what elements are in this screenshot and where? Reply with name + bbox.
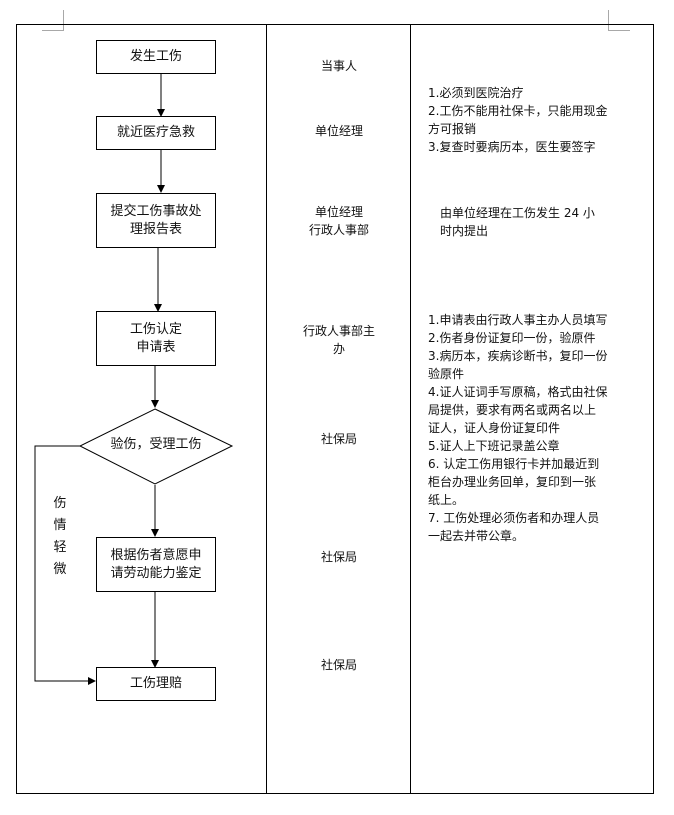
- step-emergency-treatment: 就近医疗急救: [96, 116, 216, 150]
- role-hr-officer: 行政人事部主 办: [302, 324, 375, 356]
- decision-diamond: [78, 408, 234, 485]
- step-injury-occurs: 发生工伤: [96, 40, 216, 74]
- note-item: 1.必须到医院治疗: [428, 86, 524, 100]
- decision-label: 验伤，受理工伤: [110, 437, 202, 452]
- table-frame: [16, 24, 654, 794]
- note-item: 1.申请表由行政人事主办人员填写: [428, 313, 608, 327]
- role-social-security-2: 社保局: [320, 550, 357, 564]
- step-submit-accident-report: 提交工伤事故处 理报告表: [96, 193, 216, 248]
- notes-report-deadline: 由单位经理在工伤发生 24 小 时内提出: [440, 206, 595, 238]
- note-item: 4.证人证词手写原稿，格式由社保 局提供，要求有两名或两名以上 证人，证人身份证…: [428, 385, 608, 435]
- bypass-line: [34, 445, 96, 685]
- note-item: 3.复查时要病历本，医生要签字: [428, 140, 596, 154]
- crop-mark-top-left-v: [63, 10, 64, 31]
- note-item: 2.工伤不能用社保卡，只能用现金 方可报销: [428, 104, 608, 136]
- note-item: 7. 工伤处理必须伤者和办理人员 一起去并带公章。: [428, 511, 600, 543]
- minor-injury-label: 伤 情 轻 微: [53, 496, 67, 577]
- role-social-security-3: 社保局: [320, 658, 357, 672]
- step-capacity-appraisal: 根据伤者意愿申 请劳动能力鉴定: [96, 537, 216, 592]
- note-item: 3.病历本，疾病诊断书，复印一份 验原件: [428, 349, 608, 381]
- column-divider-2: [410, 24, 411, 794]
- role-party: 当事人: [320, 59, 357, 73]
- crop-mark-top-right-h: [608, 30, 630, 31]
- crop-mark-top-right-v: [608, 10, 609, 31]
- note-item: 6. 认定工伤用银行卡并加最近到 柜台办理业务回单，复印到一张 纸上。: [428, 457, 600, 507]
- role-manager-and-hr: 单位经理 行政人事部: [308, 205, 369, 237]
- step-recognition-application: 工伤认定 申请表: [96, 311, 216, 366]
- notes-application: 1.申请表由行政人事主办人员填写 2.伤者身份证复印一份，验原件 3.病历本，疾…: [428, 311, 650, 545]
- note-item: 2.伤者身份证复印一份，验原件: [428, 331, 596, 345]
- step-compensation: 工伤理赔: [96, 667, 216, 701]
- note-item: 5.证人上下班记录盖公章: [428, 439, 560, 453]
- column-divider-1: [266, 24, 267, 794]
- crop-mark-top-left-h: [42, 30, 64, 31]
- role-social-security-1: 社保局: [320, 432, 357, 446]
- notes-treatment: 1.必须到医院治疗 2.工伤不能用社保卡，只能用现金 方可报销 3.复查时要病历…: [428, 84, 648, 156]
- role-unit-manager: 单位经理: [314, 124, 363, 138]
